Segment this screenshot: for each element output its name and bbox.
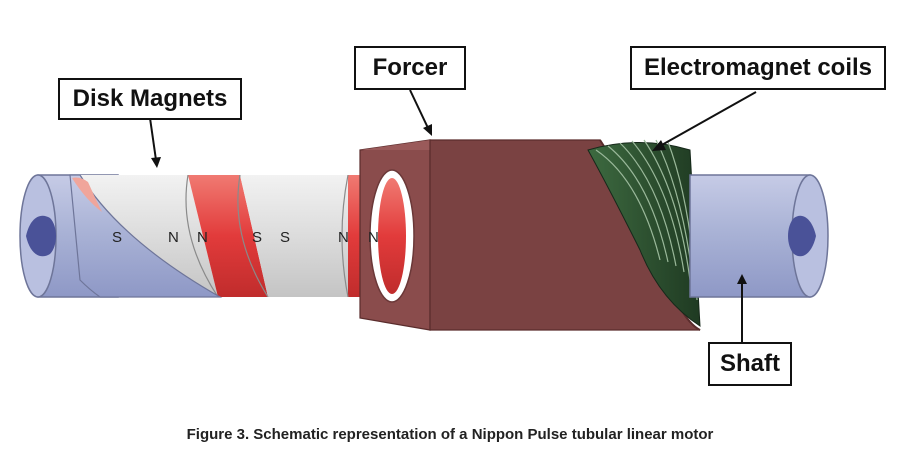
pole-label: N — [168, 229, 179, 246]
shaft-cutaway — [69, 174, 223, 298]
label-forcer: Forcer — [354, 46, 466, 90]
callout-arrows — [149, 89, 757, 342]
shaft-right — [689, 174, 829, 298]
pole-label: N — [197, 229, 208, 246]
pole-label: S — [252, 229, 262, 246]
pole-label: N — [368, 229, 379, 246]
pole-label: S — [280, 229, 290, 246]
label-shaft: Shaft — [708, 342, 792, 386]
label-disk-magnets: Disk Magnets — [58, 78, 242, 120]
label-electromagnet-coils: Electromagnet coils — [630, 46, 886, 90]
forcer-body — [359, 139, 701, 331]
pole-labels: S N N S S N N — [112, 229, 379, 246]
figure-caption: Figure 3. Schematic representation of a … — [186, 426, 714, 443]
magnet-cut-face — [72, 177, 102, 212]
pole-label: N — [338, 229, 349, 246]
pole-label: S — [112, 229, 122, 246]
